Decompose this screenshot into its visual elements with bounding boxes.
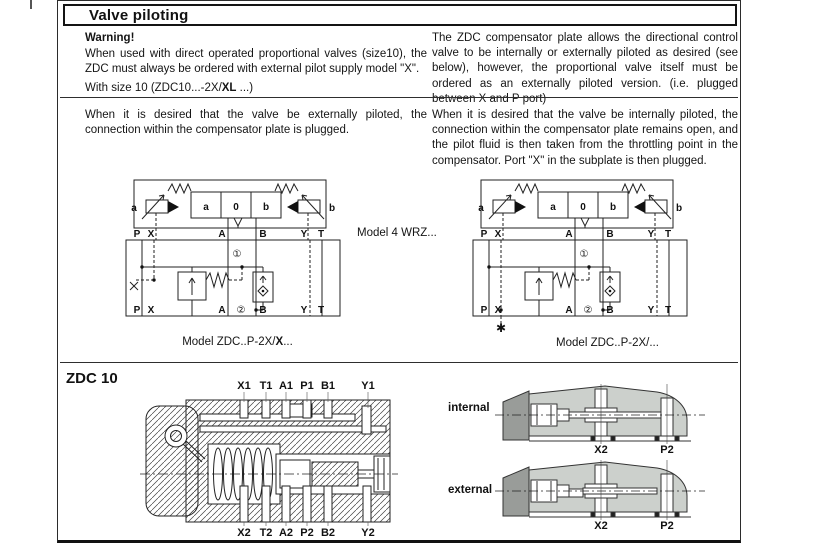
external-label: external — [448, 484, 493, 496]
title-bar: Valve piloting — [63, 4, 737, 26]
port-x2: X — [495, 305, 502, 316]
schematic-label-b: b — [329, 203, 335, 214]
port-t: T — [318, 229, 324, 240]
zdc-port-y2: Y2 — [361, 527, 374, 536]
divider-bottom — [60, 362, 738, 363]
model-left-bold: X — [275, 336, 284, 348]
valve-position-a: a — [550, 202, 556, 213]
valve-position-0: 0 — [233, 202, 239, 213]
warning-size-note: With size 10 (ZDC10...-2X/XL ...) — [85, 81, 427, 96]
model-zdc-internal-label: Model ZDC..P-2X/... — [556, 337, 659, 349]
circled-2: ② — [584, 305, 593, 316]
page-title: Valve piloting — [89, 7, 189, 24]
valve-position-b: b — [263, 202, 269, 213]
port-b: B — [606, 229, 613, 240]
port-t: T — [665, 229, 671, 240]
port-x2: X — [148, 305, 155, 316]
size-note-bold: XL — [221, 82, 237, 94]
port-a2: A — [218, 305, 225, 316]
port-b2: B — [606, 305, 613, 316]
port-b2: B — [259, 305, 266, 316]
warning-heading: Warning! — [85, 32, 135, 44]
port-y: Y — [648, 229, 655, 240]
port-b: B — [259, 229, 266, 240]
zdc-port-p2: P2 — [300, 527, 313, 536]
plugged-port-star: ✱ — [496, 321, 506, 334]
circled-2: ② — [237, 305, 246, 316]
zdc-port-b1: B1 — [321, 380, 335, 392]
subplate-external-drawing: X2 P2 — [495, 460, 705, 530]
model-left-pre: Model ZDC..P-2X/ — [182, 336, 276, 348]
subplate-port-x2: X2 — [594, 444, 607, 454]
zdc-port-t2: T2 — [260, 527, 273, 536]
schematic-label-b: b — [676, 203, 682, 214]
subplate-port-p2: P2 — [660, 520, 673, 530]
model-4wrz-label: Model 4 WRZ... — [357, 227, 437, 239]
size-note-post: ...) — [236, 82, 254, 94]
schematic-internal-piloted: a b a 0 b P X A B Y T P X A B Y T ① ② ✱ — [472, 179, 688, 334]
port-y2: Y — [301, 305, 308, 316]
model-zdc-external-label: Model ZDC..P-2X/X... — [150, 336, 325, 348]
warning-block: Warning! When used with direct operated … — [85, 31, 427, 78]
zdc-port-p1: P1 — [300, 380, 313, 392]
external-piloting-text: When it is desired that the valve be ext… — [85, 109, 427, 137]
zdc-port-a2: A2 — [279, 527, 293, 536]
port-x: X — [495, 229, 502, 240]
zdc10-section-drawing: X1 T1 A1 P1 B1 Y1 X2 T2 A2 P2 B2 Y2 — [140, 380, 398, 536]
subplate-internal-drawing: X2 P2 — [495, 384, 705, 454]
internal-label: internal — [448, 402, 490, 414]
schematic-label-a: a — [131, 203, 137, 214]
port-t2: T — [665, 305, 671, 316]
intro-text: The ZDC compensator plate allows the dir… — [432, 32, 738, 105]
port-a: A — [218, 229, 225, 240]
valve-position-a: a — [203, 202, 209, 213]
subplate-port-x2: X2 — [594, 520, 607, 530]
port-p2: P — [134, 305, 141, 316]
model-left-post: ... — [283, 336, 293, 348]
zdc10-heading: ZDC 10 — [66, 370, 118, 387]
port-y2: Y — [648, 305, 655, 316]
warning-text: When used with direct operated proportio… — [85, 48, 427, 76]
zdc-port-b2: B2 — [321, 527, 335, 536]
port-p: P — [481, 229, 488, 240]
schematic-label-a: a — [478, 203, 484, 214]
zdc-port-y1: Y1 — [361, 380, 374, 392]
size-note-pre: With size 10 (ZDC10...-2X/ — [85, 82, 222, 94]
port-y: Y — [301, 229, 308, 240]
port-a2: A — [565, 305, 572, 316]
page-edge-mark — [30, 0, 32, 9]
zdc-port-a1: A1 — [279, 380, 293, 392]
zdc-port-x1: X1 — [237, 380, 250, 392]
port-p: P — [134, 229, 141, 240]
valve-position-0: 0 — [580, 202, 586, 213]
zdc-port-t1: T1 — [260, 380, 273, 392]
port-x: X — [148, 229, 155, 240]
divider-top — [60, 97, 738, 98]
circled-1: ① — [580, 249, 589, 260]
internal-piloting-text: When it is desired that the valve be int… — [432, 109, 738, 167]
zdc-port-x2: X2 — [237, 527, 250, 536]
port-a: A — [565, 229, 572, 240]
valve-position-b: b — [610, 202, 616, 213]
port-p2: P — [481, 305, 488, 316]
subplate-port-p2: P2 — [660, 444, 673, 454]
schematic-external-piloted: a b a 0 b P X A B Y T P X A B Y T ① ② — [125, 179, 341, 317]
page-frame — [57, 0, 741, 543]
port-t2: T — [318, 305, 324, 316]
circled-1: ① — [233, 249, 242, 260]
